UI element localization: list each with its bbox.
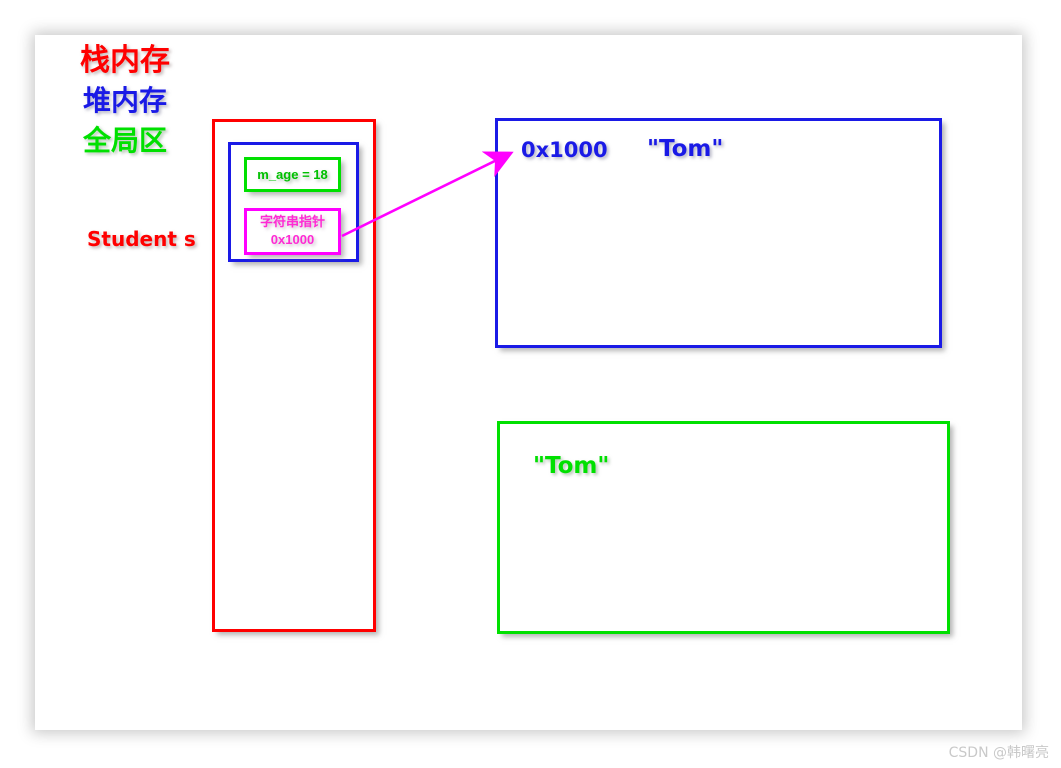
stack-title: 栈内存 xyxy=(80,43,170,78)
string-pointer-name: 字符串指针 xyxy=(259,215,325,230)
watermark-text: CSDN @韩曙亮 xyxy=(948,745,1049,761)
diagram-canvas: 栈内存 Student s m_age = 18 字符串指针 0x1000 堆内… xyxy=(35,35,1022,730)
heap-title: 堆内存 xyxy=(82,84,167,117)
object-label-student: Student s xyxy=(87,227,196,251)
diagram-card: 栈内存 Student s m_age = 18 字符串指针 0x1000 堆内… xyxy=(35,35,1022,730)
global-area-box: "Tom" xyxy=(497,421,950,634)
string-pointer-box: 字符串指针 0x1000 xyxy=(244,208,341,255)
heap-value-text: "Tom" xyxy=(647,136,724,162)
member-age-text: m_age = 18 xyxy=(257,167,328,182)
heap-address-text: 0x1000 xyxy=(521,138,608,162)
stack-memory-box xyxy=(212,119,376,632)
global-value-text: "Tom" xyxy=(533,453,610,479)
member-age-box: m_age = 18 xyxy=(244,157,341,192)
global-area-title: 全局区 xyxy=(82,124,167,157)
string-pointer-value: 0x1000 xyxy=(270,232,315,247)
heap-memory-box: 0x1000 "Tom" xyxy=(495,118,942,348)
